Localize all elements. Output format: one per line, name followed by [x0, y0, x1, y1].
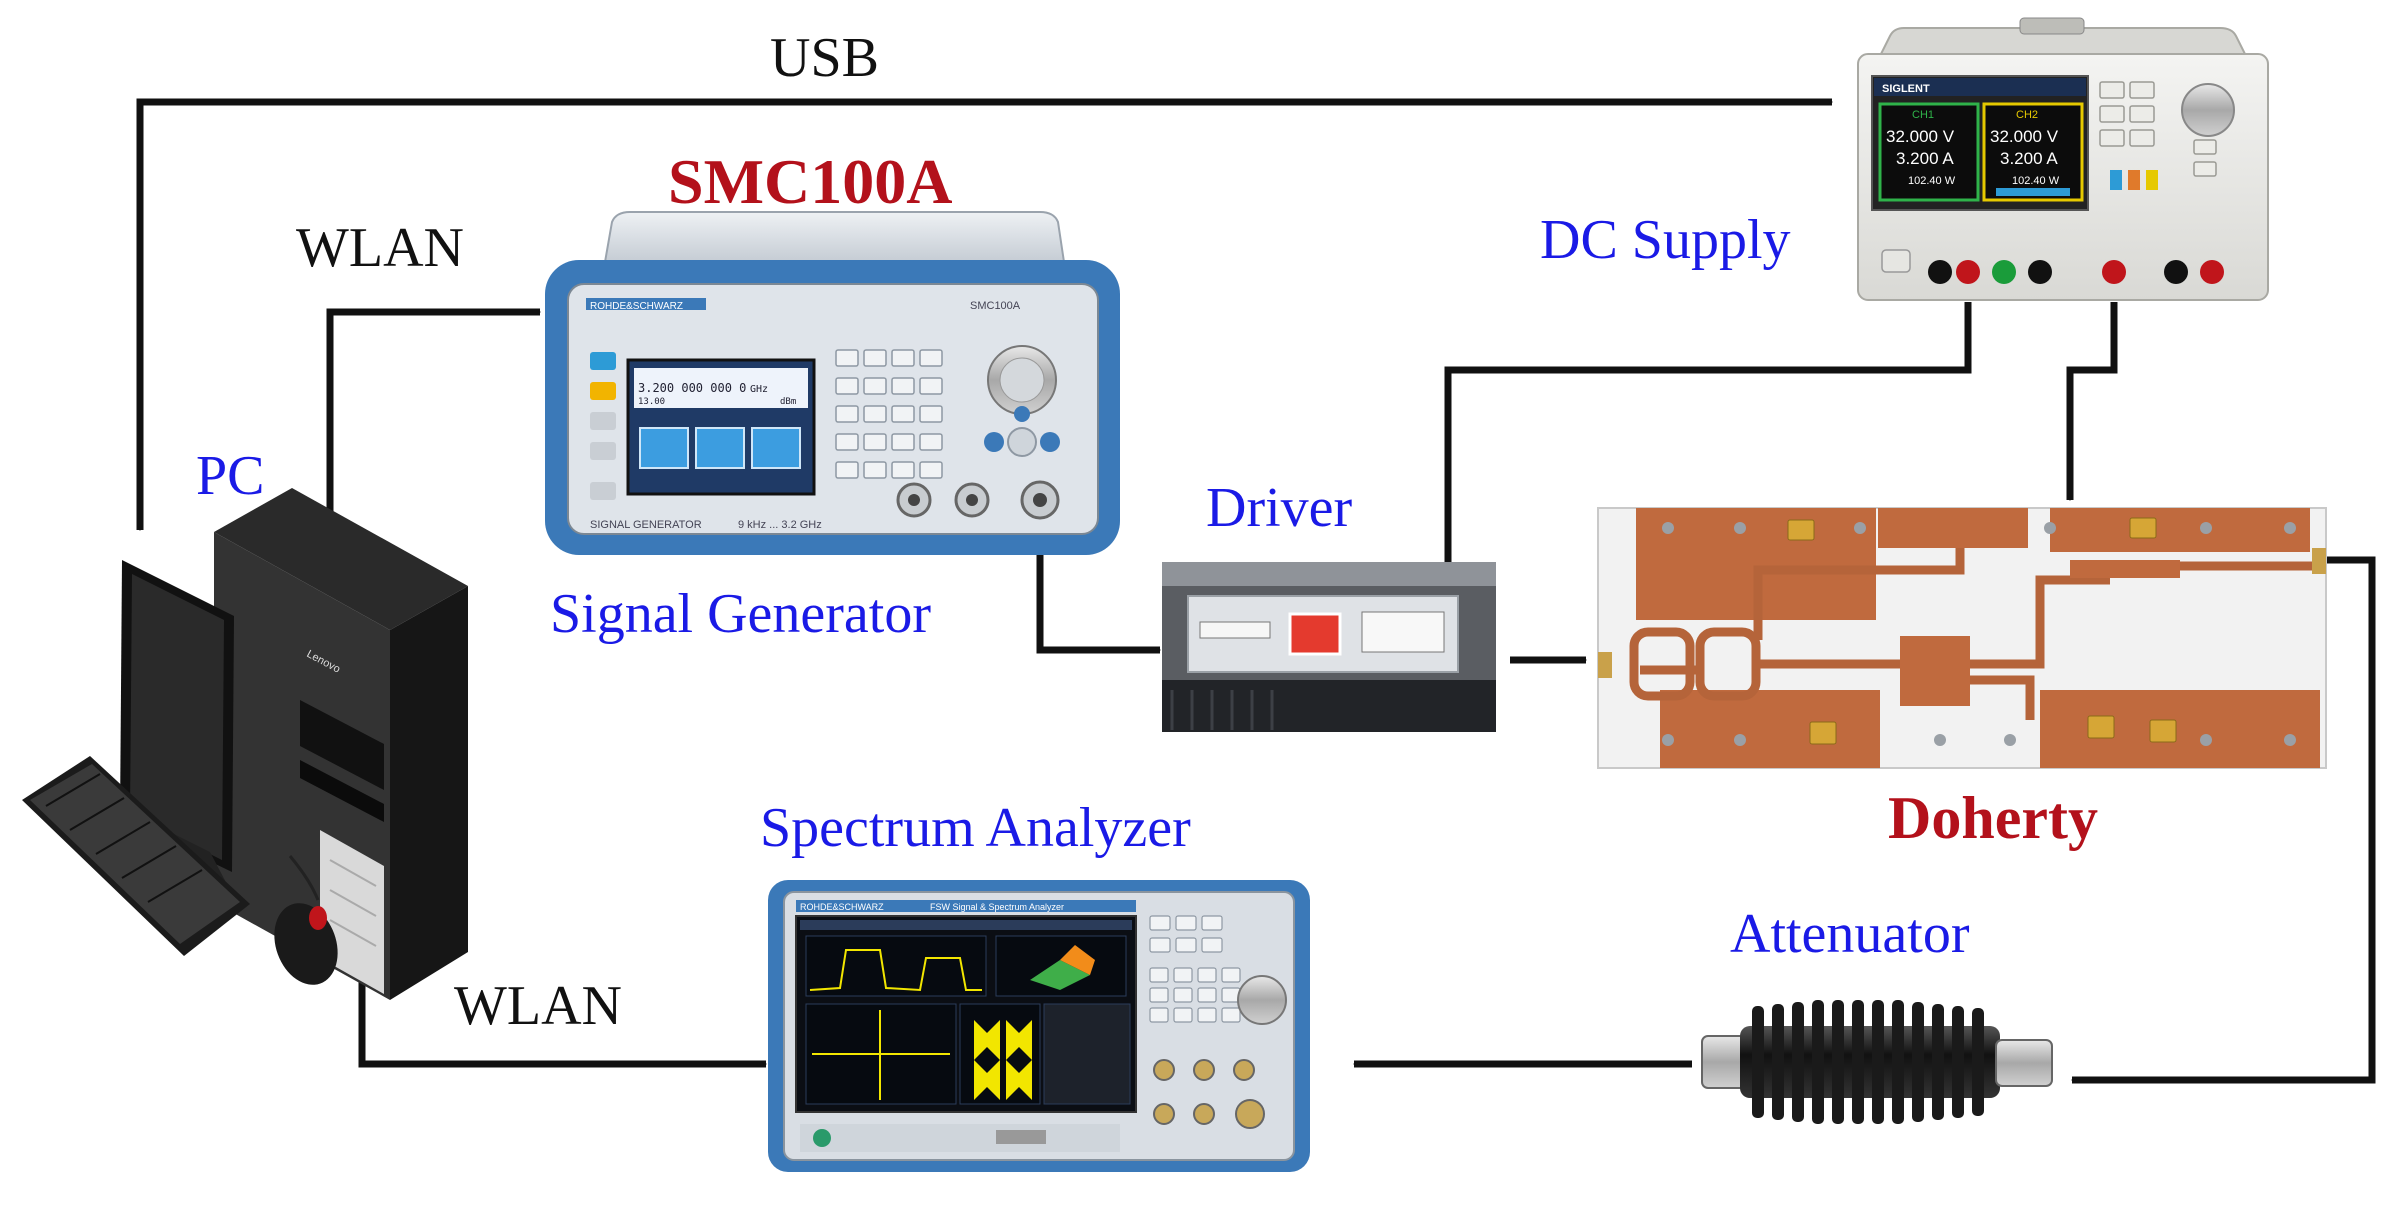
rf-link-doherty-attenuator	[2071, 556, 2376, 1084]
dc-ch2-power: 102.40 W	[2012, 175, 2060, 187]
sg-frequency-unit: GHz	[750, 384, 768, 395]
dc-ch1-voltage: 32.000 V	[1886, 127, 1955, 146]
wlan-label-bottom: WLAN	[454, 975, 622, 1037]
sg-level: 13.00	[638, 397, 665, 407]
dc-ch2-current: 3.200 A	[2000, 149, 2058, 168]
pc-label: PC	[196, 445, 265, 507]
dc-ch1-power: 102.40 W	[1908, 175, 1956, 187]
rf-link-generator-driver	[1036, 520, 1161, 654]
driver-label: Driver	[1206, 477, 1353, 539]
dc-ch1-name: CH1	[1912, 109, 1934, 121]
sg-level-unit: dBm	[780, 397, 796, 407]
spectrum-analyzer-device: ROHDE&SCHWARZ FSW Signal & Spectrum Anal…	[768, 880, 1310, 1172]
attenuator-device	[1701, 1000, 2053, 1124]
sg-model-badge: SMC100A	[970, 300, 1021, 312]
dc-link-doherty	[2066, 302, 2118, 501]
attenuator-label: Attenuator	[1730, 903, 1970, 965]
wlan-label-top: WLAN	[296, 217, 464, 279]
usb-label: USB	[770, 27, 879, 89]
dc-ch1-current: 3.200 A	[1896, 149, 1954, 168]
connectors	[136, 98, 2376, 1084]
dc-ch2-voltage: 32.000 V	[1990, 127, 2059, 146]
doherty-amplifier-board	[1597, 507, 2327, 769]
sg-frequency: 3.200 000 000 0	[638, 381, 746, 395]
usb-link	[136, 98, 1833, 531]
doherty-label: Doherty	[1888, 785, 2098, 851]
pc-device: Lenovo	[22, 488, 468, 1000]
dc-link-driver	[1444, 302, 1972, 591]
sg-footer: SIGNAL GENERATOR	[590, 519, 702, 531]
sa-title: FSW Signal & Spectrum Analyzer	[930, 902, 1064, 912]
smc100a-label: SMC100A	[668, 146, 953, 217]
sa-brand: ROHDE&SCHWARZ	[800, 902, 884, 912]
dc-ch2-name: CH2	[2016, 109, 2038, 121]
signal-generator-label: Signal Generator	[550, 583, 931, 645]
dc-supply-label: DC Supply	[1540, 209, 1791, 271]
spectrum-analyzer-label: Spectrum Analyzer	[760, 797, 1191, 859]
sg-brand: ROHDE&SCHWARZ	[590, 301, 683, 312]
driver-device	[1162, 562, 1496, 732]
dc-supply-device: SIGLENT CH1 CH2 32.000 V 32.000 V 3.200 …	[1857, 17, 2269, 301]
dc-brand: SIGLENT	[1882, 83, 1930, 95]
sg-range: 9 kHz ... 3.2 GHz	[738, 519, 822, 531]
wlan-link-generator	[326, 308, 541, 513]
signal-generator-device: ROHDE&SCHWARZ SMC100A 3.200 000 000 0 GH…	[545, 211, 1120, 555]
